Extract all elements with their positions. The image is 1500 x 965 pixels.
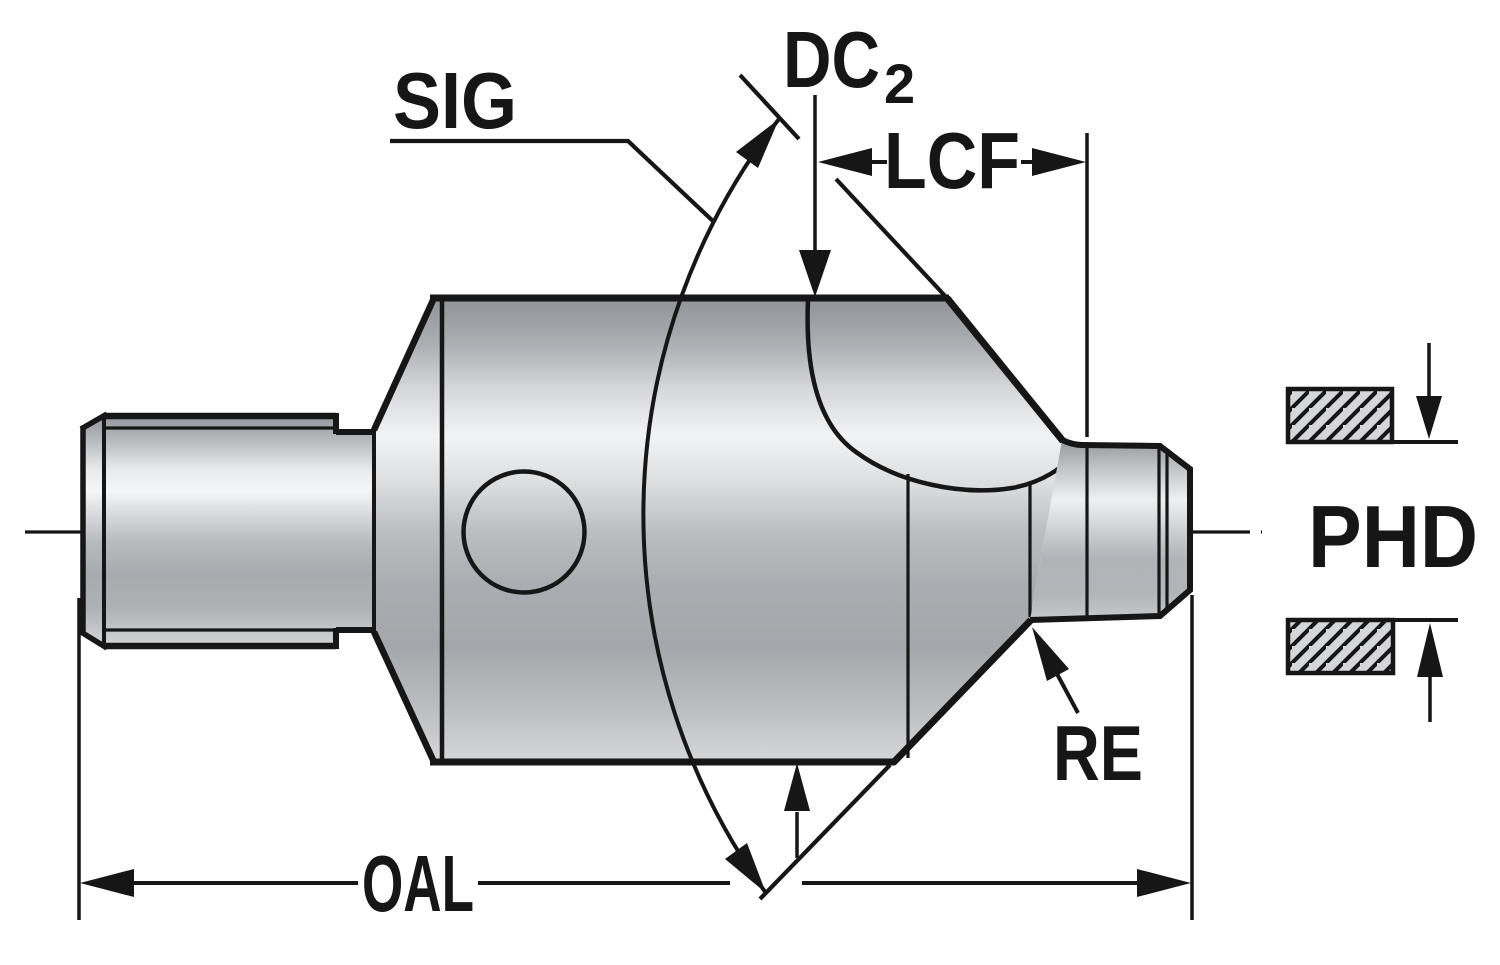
sig-leader-line <box>390 138 717 225</box>
phd-arrowhead-top <box>1416 396 1442 439</box>
sig-dimension: SIG <box>390 56 949 901</box>
dc2-label-base: DC <box>783 15 880 104</box>
workpiece-section-bottom <box>1285 617 1396 676</box>
re-arrowhead <box>1032 627 1069 681</box>
re-arrow-tail <box>1054 671 1080 714</box>
phd-label: PHD <box>1308 487 1478 586</box>
cutting-cone-edge-bottom <box>890 617 1034 766</box>
workpiece-section-top <box>1285 386 1395 445</box>
re-dimension: RE <box>1032 627 1143 797</box>
oal-label: OAL <box>362 839 474 928</box>
re-label: RE <box>1053 709 1143 797</box>
shank-surface <box>83 415 374 647</box>
pilot-outline <box>1029 437 1193 623</box>
oal-arrowhead-right <box>1137 869 1191 897</box>
cutting-cone-edge-top <box>944 295 1066 444</box>
sig-label: SIG <box>393 56 517 145</box>
tool-body <box>371 294 1080 766</box>
radius-cutting-edge-profile <box>805 299 1080 493</box>
lcf-label: LCF <box>884 116 1020 205</box>
body-chamfer-bottom <box>371 630 437 764</box>
lcf-arrowhead-right <box>1032 148 1086 176</box>
tool-pilot <box>1029 437 1193 623</box>
sig-arc-arrowhead-bottom <box>725 843 766 893</box>
phd-arrowhead-bottom <box>1417 623 1443 677</box>
angle-leg-extension-upper <box>738 73 801 141</box>
dc2-label-subscript: 2 <box>884 52 915 115</box>
lcf-dimension: LCF <box>818 116 1089 437</box>
sig-arc-arrowhead-top <box>736 119 779 168</box>
oal-dimension: OAL <box>77 595 1194 928</box>
sig-angle-arc <box>641 117 781 895</box>
dc2-arrowhead-top <box>799 250 831 297</box>
dc2-arrowhead-bottom <box>784 763 810 811</box>
angle-leg-extension-bottom <box>758 763 892 901</box>
body-surface <box>374 298 1062 762</box>
pilot-surface <box>1030 440 1190 620</box>
oal-arrowhead-left <box>80 869 134 897</box>
angle-leg-extension-lower <box>834 177 949 300</box>
dc2-label: DC2 <box>783 15 915 115</box>
tool-shank <box>79 411 376 651</box>
body-chamfer-top <box>371 296 437 432</box>
lcf-arrowhead-left <box>818 148 872 176</box>
dc2-dimension: DC2 <box>783 15 915 858</box>
set-screw-hole <box>461 469 587 595</box>
phd-annotation: PHD <box>1285 343 1478 722</box>
